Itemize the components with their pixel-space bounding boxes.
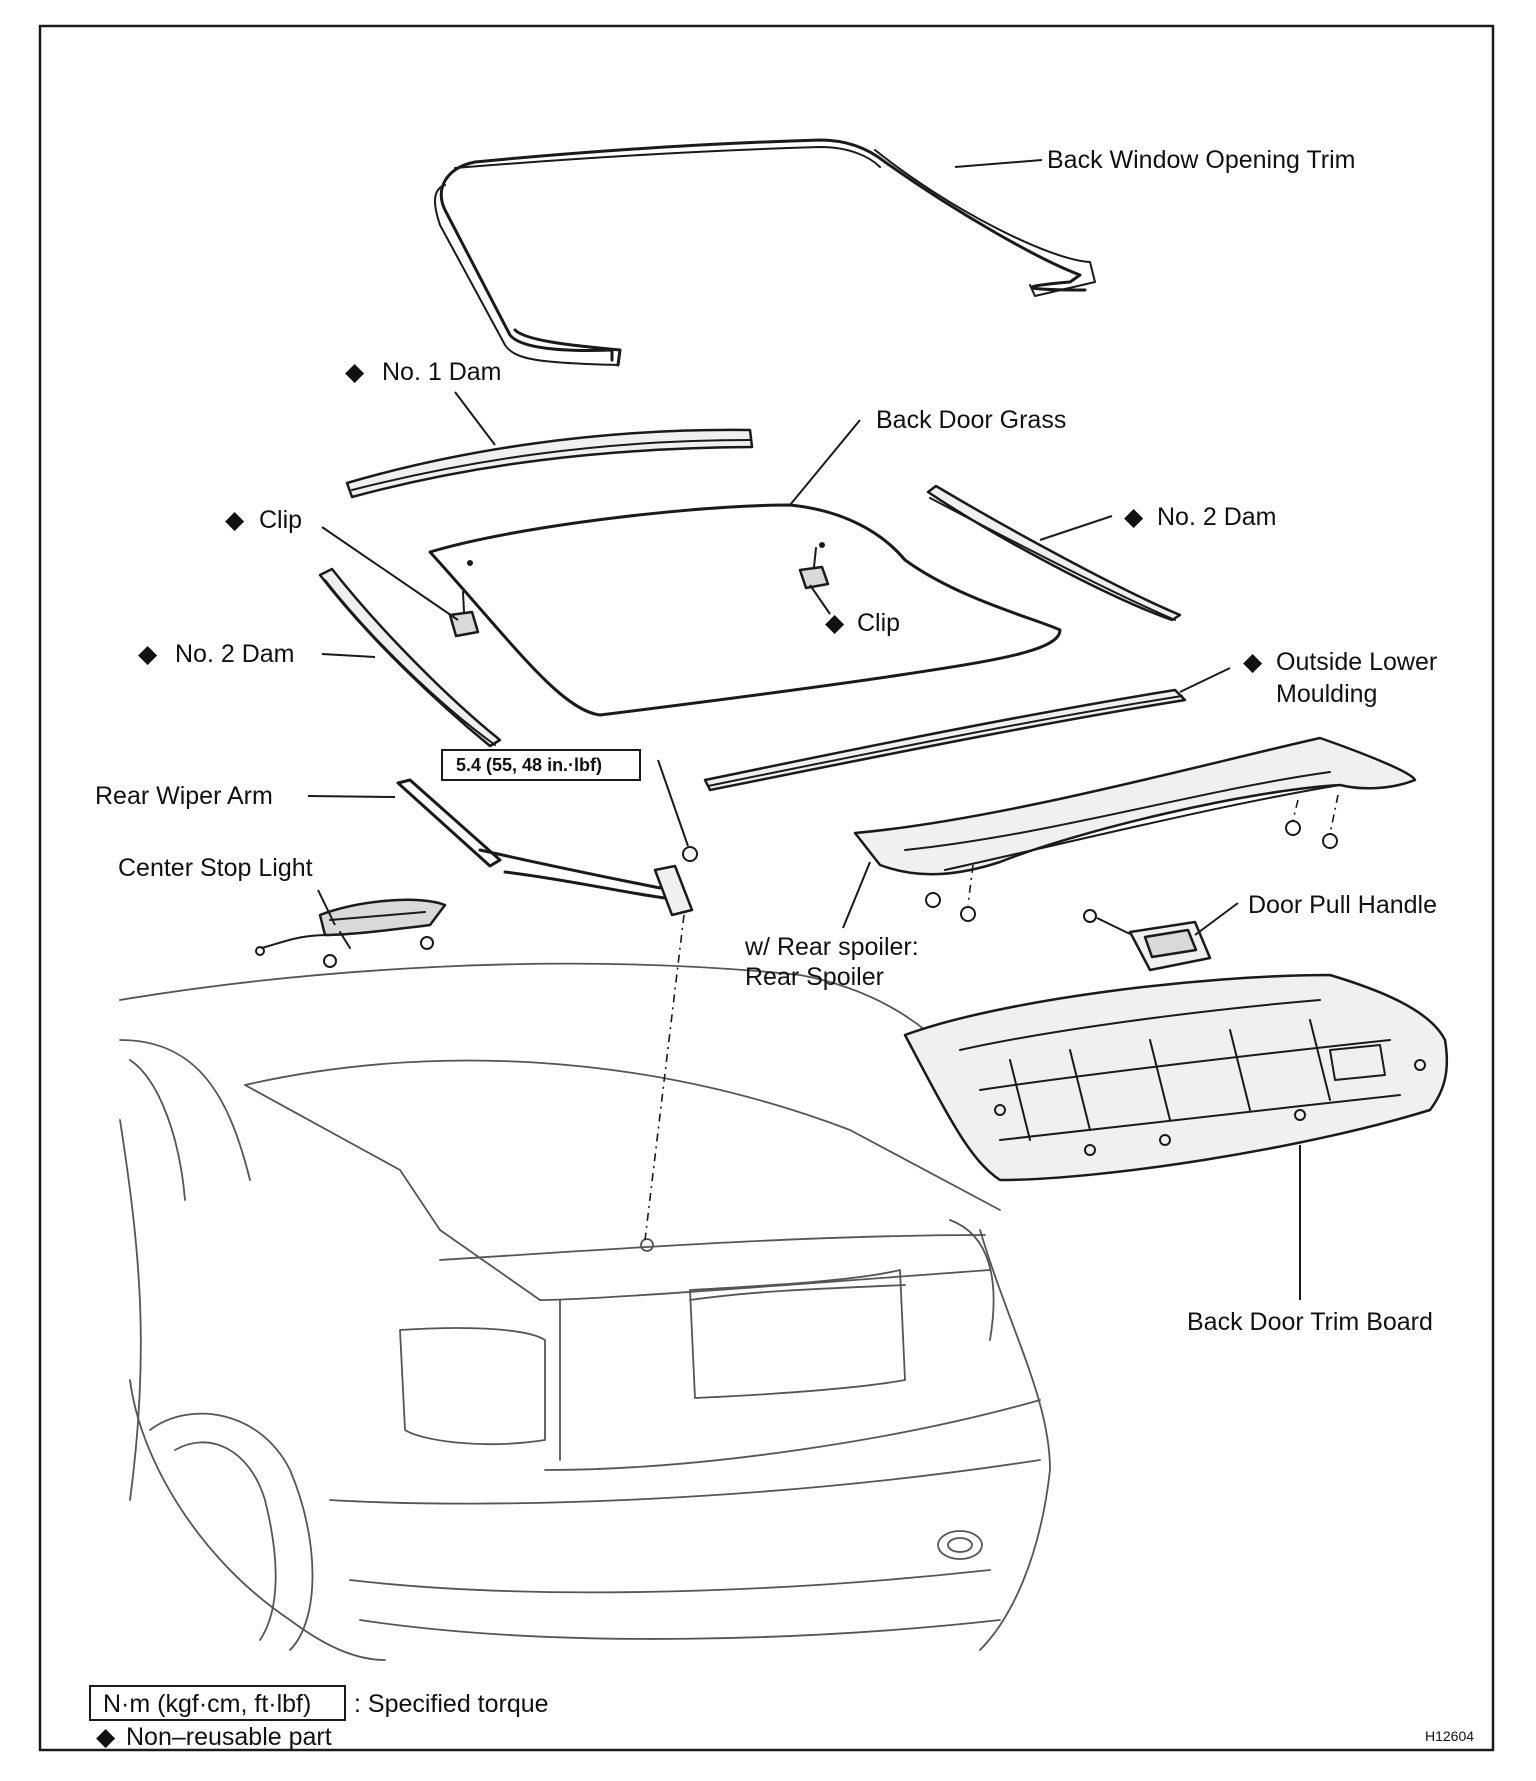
legend-torque-desc: : Specified torque [354, 1690, 549, 1718]
label-rear-spoiler-line1: w/ Rear spoiler: [744, 933, 919, 961]
legend: N·m (kgf·cm, ft·lbf) : Specified torque … [89, 1685, 549, 1751]
door-pull-handle-part [1083, 909, 1212, 972]
figure-code: H12604 [1425, 1728, 1474, 1744]
no2-dam-right-part [926, 484, 1182, 622]
label-outside-lower-moulding-line2: Moulding [1276, 680, 1377, 708]
clip-left-part [448, 591, 480, 638]
marker-no2-dam-right: ◆ [1124, 503, 1144, 531]
torque-spec-box [441, 749, 641, 781]
marker-no1-dam: ◆ [345, 358, 365, 386]
label-center-stop-light: Center Stop Light [118, 854, 313, 882]
outside-lower-moulding-part [703, 688, 1187, 792]
marker-no2-dam-left: ◆ [138, 640, 158, 668]
back-window-opening-trim-part [434, 138, 1096, 367]
marker-outside-lower-moulding: ◆ [1243, 648, 1263, 676]
label-door-pull-handle: Door Pull Handle [1248, 891, 1437, 919]
legend-marker: ◆ [96, 1723, 116, 1751]
no1-dam-part [345, 428, 754, 499]
label-back-door-trim-board: Back Door Trim Board [1187, 1308, 1433, 1336]
label-no2-dam-left: No. 2 Dam [175, 640, 294, 668]
label-no2-dam-right: No. 2 Dam [1157, 503, 1276, 531]
back-door-trim-board-part [903, 973, 1449, 1182]
label-clip-left: Clip [259, 506, 302, 534]
center-stop-light-part [255, 898, 447, 968]
no2-dam-left-part [318, 567, 502, 748]
legend-nonreusable-desc: Non–reusable part [126, 1723, 332, 1751]
rear-spoiler-part [853, 736, 1417, 922]
label-rear-spoiler-line2: Rear Spoiler [745, 963, 884, 991]
back-door-glass-part [428, 503, 1062, 717]
label-no1-dam: No. 1 Dam [382, 358, 501, 386]
label-rear-wiper-arm: Rear Wiper Arm [95, 782, 273, 810]
car-body-drawing [119, 962, 1051, 1661]
marker-clip-center: ◆ [825, 609, 845, 637]
label-back-window-opening-trim: Back Window Opening Trim [1047, 146, 1355, 174]
legend-torque-box [89, 1685, 346, 1721]
label-clip-center: Clip [857, 609, 900, 637]
label-back-door-glass: Back Door Grass [876, 406, 1066, 434]
legend-torque-unit: N·m (kgf·cm, ft·lbf) [103, 1690, 311, 1718]
marker-clip-left: ◆ [225, 506, 245, 534]
leader-lines [307, 159, 1301, 1300]
torque-spec-value: 5.4 (55, 48 in.·lbf) [456, 755, 602, 775]
clip-center-part [798, 547, 830, 590]
diagram-frame [38, 24, 1495, 1752]
rear-wiper-arm-part [396, 778, 698, 1241]
label-outside-lower-moulding-line1: Outside Lower [1276, 648, 1437, 676]
